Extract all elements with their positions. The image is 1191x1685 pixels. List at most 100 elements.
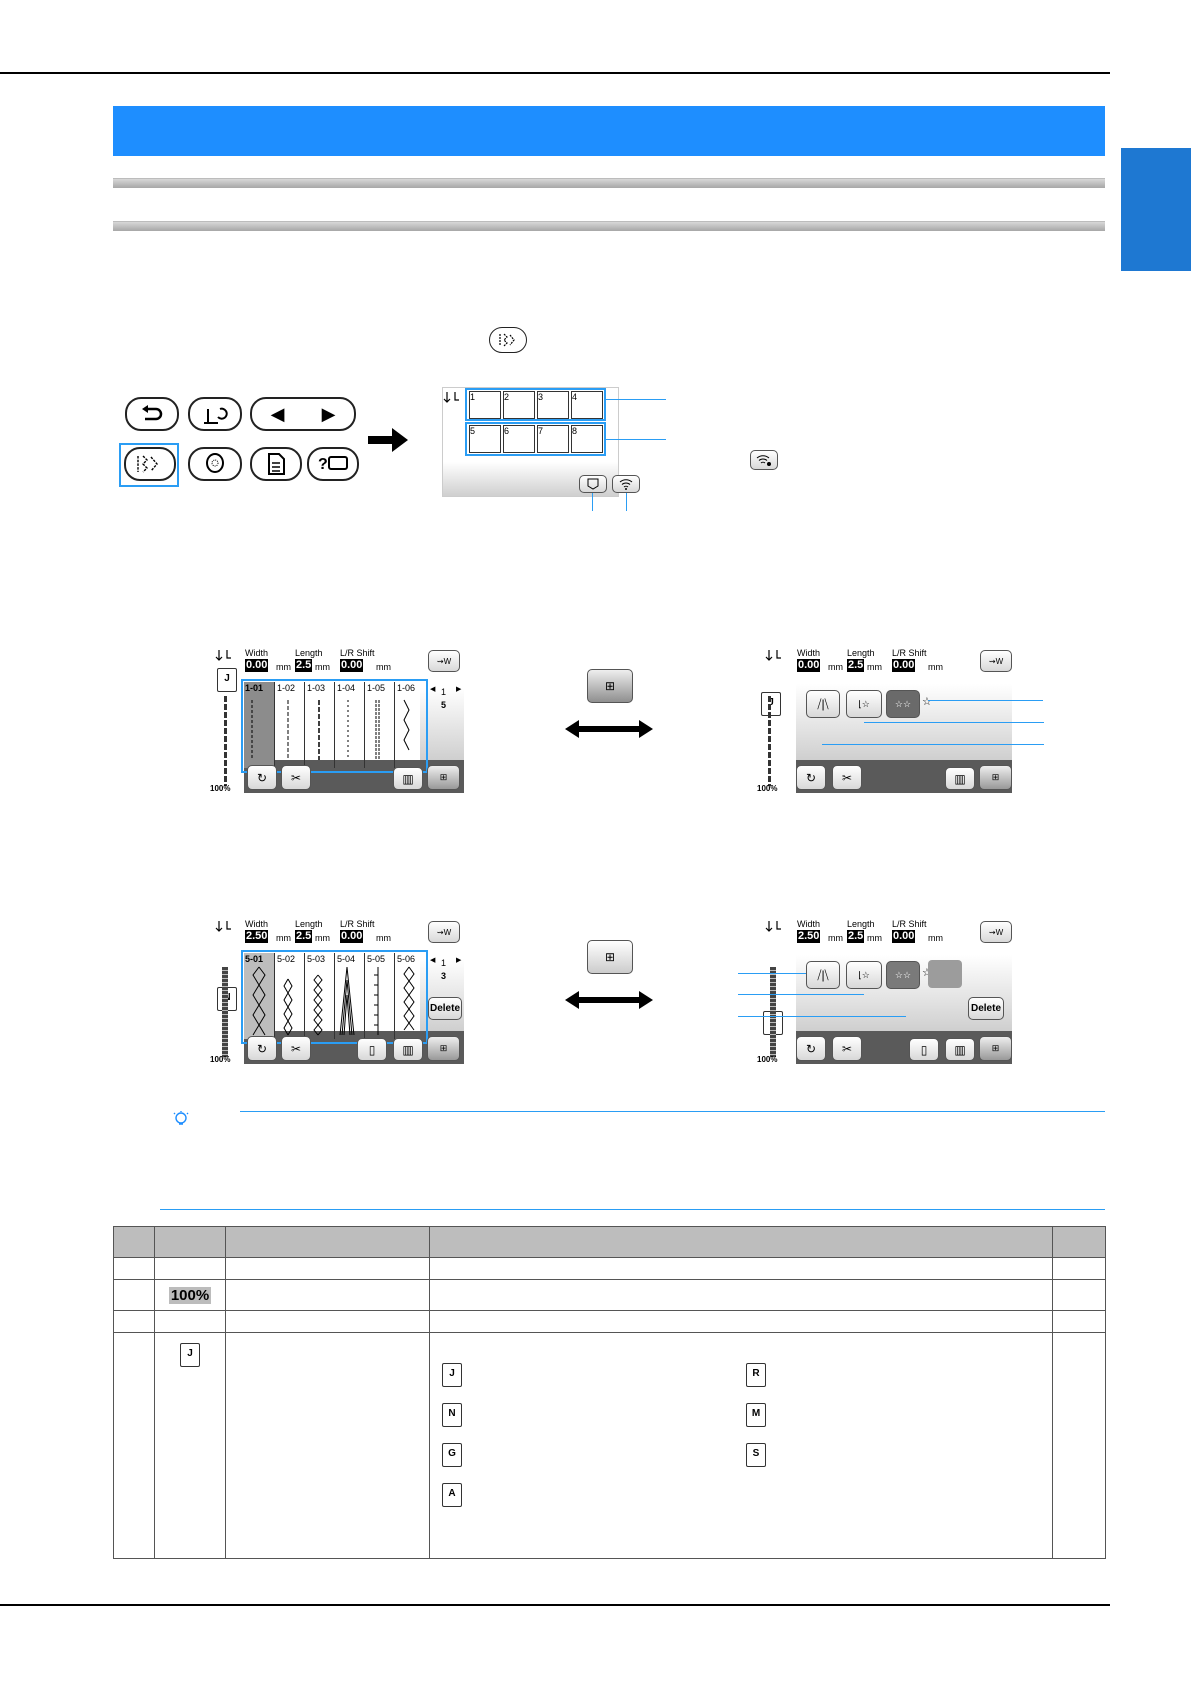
manual-button[interactable]: ▥ (393, 1038, 423, 1061)
delete-button[interactable]: Delete (968, 997, 1004, 1020)
lr-shift-value[interactable]: 0.00 (892, 659, 916, 672)
settings-list-button[interactable] (250, 447, 302, 481)
left-right-button[interactable]: ◀ ▶ (250, 397, 356, 431)
zoom-percent: 100% (757, 1055, 778, 1064)
utility-stitch-button[interactable] (124, 447, 176, 481)
length-value[interactable]: 2.5 (847, 930, 865, 943)
back-button[interactable] (125, 397, 179, 431)
length-value[interactable]: 2.5 (295, 659, 313, 672)
stitch-item[interactable]: 1-03 (304, 682, 335, 768)
needle-mode-icon (443, 392, 459, 403)
stitch-code: 5-02 (277, 954, 296, 964)
category-cell-5[interactable]: 5 (469, 425, 501, 453)
category-cell-8[interactable]: 8 (571, 425, 603, 453)
right-arrow-icon (368, 428, 408, 452)
edit-screen-toggle-button[interactable]: ⊞ (979, 765, 1012, 790)
lr-shift-unit: mm (376, 662, 391, 672)
reverse-stitch-button[interactable]: ↻ (247, 1036, 277, 1061)
delete-button[interactable]: Delete (428, 997, 462, 1020)
single-repeat-button[interactable]: ☆☆ (886, 690, 920, 718)
stitch-item[interactable]: 5-05 (364, 953, 395, 1039)
help-button[interactable]: ? (307, 447, 359, 481)
category-cell-3[interactable]: 3 (537, 391, 569, 419)
single-repeat-button[interactable]: ☆☆ (886, 961, 920, 989)
stitch-item[interactable]: 1-02 (274, 682, 305, 768)
thread-cutter-button[interactable]: ✂ (281, 1036, 311, 1061)
mirror-button[interactable]: ⧸|⧹ (806, 690, 840, 718)
stitch-item[interactable]: 5-03 (304, 953, 335, 1039)
chapter-tab (1121, 148, 1191, 271)
lr-shift-value[interactable]: 0.00 (892, 930, 916, 943)
page-next-icon[interactable]: ▶ (456, 957, 462, 964)
width-label: Width (797, 919, 821, 929)
presser-foot-lift-button[interactable] (188, 397, 242, 431)
category-cell-7[interactable]: 7 (537, 425, 569, 453)
width-value[interactable]: 2.50 (797, 930, 821, 943)
stitch-settings-button[interactable]: ⇝W (980, 921, 1012, 943)
needle-mode-icon (765, 921, 781, 932)
stitch-item[interactable]: 1-06 (394, 682, 425, 768)
stitch-item[interactable]: 1-05 (364, 682, 395, 768)
thread-cutter-button[interactable]: ✂ (832, 1036, 862, 1061)
page-prev-icon[interactable]: ◀ (430, 686, 436, 693)
left-arrow-icon: ◀ (270, 403, 285, 424)
page-prev-icon[interactable]: ◀ (430, 957, 436, 964)
page-current: 1 (441, 958, 447, 968)
thread-cutter-button[interactable]: ✂ (281, 765, 311, 790)
embroidery-button[interactable] (188, 447, 242, 481)
category-cell-4[interactable]: 4 (571, 391, 603, 419)
mirror-icon: ⧸|⧹ (817, 696, 829, 711)
star-icon: ☆ (922, 967, 932, 979)
reverse-stitch-icon: ↻ (256, 1041, 268, 1056)
presser-foot-icon: G (442, 1443, 462, 1467)
category-cell-2[interactable]: 2 (503, 391, 535, 419)
pattern-start-button[interactable]: ⌊☆ (846, 690, 882, 718)
mirror-button[interactable]: ⧸|⧹ (806, 961, 840, 989)
reverse-stitch-button[interactable]: ↻ (796, 765, 826, 790)
stitch-item[interactable]: 5-02 (274, 953, 305, 1039)
page-next-icon[interactable]: ▶ (456, 686, 462, 693)
lr-shift-unit: mm (928, 933, 943, 943)
stitch-settings-button[interactable]: ⇝W (428, 650, 460, 672)
category-save-button[interactable] (579, 475, 607, 493)
toggle-screen-button[interactable]: ⊞ (587, 669, 633, 703)
edit-screen-toggle-button[interactable]: ⊞ (979, 1036, 1012, 1061)
width-value[interactable]: 0.00 (797, 659, 821, 672)
wlan-button[interactable] (612, 475, 640, 493)
stitch-item-selected[interactable]: 1-01 (244, 682, 274, 768)
toggle-screen-button[interactable]: ⊞ (587, 940, 633, 974)
screen-a: J 100% Width 0.00 mm Length 2.5 mm L/R S… (0, 0, 1191, 793)
memory-button[interactable]: ▯ (357, 1038, 387, 1061)
width-value[interactable]: 2.50 (245, 930, 269, 943)
reverse-stitch-button[interactable]: ↻ (796, 1036, 826, 1061)
length-value[interactable]: 2.5 (847, 659, 865, 672)
reverse-stitch-button[interactable]: ↻ (247, 765, 277, 790)
stitch-settings-button[interactable]: ⇝W (428, 921, 460, 943)
density-button[interactable] (928, 960, 962, 988)
length-value[interactable]: 2.5 (295, 930, 313, 943)
width-unit: mm (276, 933, 291, 943)
edit-screen-toggle-button[interactable]: ⊞ (427, 1036, 460, 1061)
stitch-preview (770, 967, 776, 1057)
embroidery-icon (206, 453, 224, 473)
lr-shift-value[interactable]: 0.00 (340, 659, 364, 672)
manual-button[interactable]: ▥ (945, 767, 975, 790)
stitch-list-highlight (241, 950, 428, 1044)
manual-button[interactable]: ▥ (945, 1038, 975, 1061)
stitch-item[interactable]: 5-04 (334, 953, 365, 1039)
lr-shift-label: L/R Shift (892, 919, 927, 929)
category-cell-6[interactable]: 6 (503, 425, 535, 453)
stitch-previews (252, 966, 415, 1036)
stitch-settings-button[interactable]: ⇝W (980, 650, 1012, 672)
memory-button[interactable]: ▯ (909, 1038, 939, 1061)
pattern-start-button[interactable]: ⌊☆ (846, 961, 882, 989)
thread-cutter-button[interactable]: ✂ (832, 765, 862, 790)
manual-button[interactable]: ▥ (393, 767, 423, 790)
category-cell-1[interactable]: 1 (469, 391, 501, 419)
stitch-item[interactable]: 1-04 (334, 682, 365, 768)
scissors-icon: ✂ (841, 1041, 853, 1056)
stitch-item[interactable]: 5-06 (394, 953, 425, 1039)
lr-shift-value[interactable]: 0.00 (340, 930, 364, 943)
width-value[interactable]: 0.00 (245, 659, 269, 672)
edit-screen-toggle-button[interactable]: ⊞ (427, 765, 460, 790)
